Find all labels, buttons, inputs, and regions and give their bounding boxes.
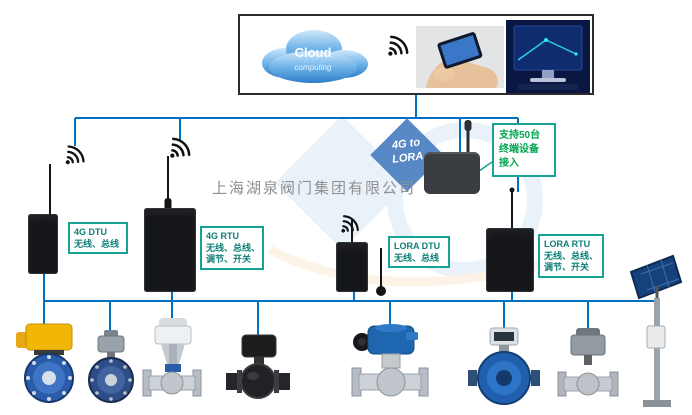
product-flanged-control-valve bbox=[142, 318, 202, 397]
device-4g-dtu bbox=[28, 214, 58, 274]
wifi-icon-cloud bbox=[388, 35, 409, 56]
product-black-ball-valve bbox=[226, 334, 290, 399]
label-4g-rtu-title: 4G RTU bbox=[206, 231, 240, 241]
antenna-4g-rtu bbox=[164, 156, 172, 212]
monitor-photo bbox=[506, 20, 590, 93]
cloud-panel: Cloud computing bbox=[238, 14, 594, 95]
wifi-icon-4g-rtu bbox=[170, 137, 191, 158]
label-4g-dtu-desc: 无线、总线 bbox=[74, 238, 120, 249]
wifi-icon-4g-dtu bbox=[65, 145, 85, 165]
label-lora-dtu-title: LORA DTU bbox=[394, 241, 441, 251]
antenna-gateway bbox=[464, 120, 472, 154]
support-note-line1: 支持50台 bbox=[499, 130, 541, 141]
support-note-line3: 接入 bbox=[499, 158, 519, 169]
device-4g-lora-gateway bbox=[424, 152, 480, 194]
device-4g-rtu bbox=[144, 208, 196, 292]
label-4g-rtu-desc1: 无线、总线、 bbox=[206, 242, 261, 253]
label-lora-rtu: LORA RTU 无线、总线、 调节、开关 bbox=[538, 234, 604, 279]
label-4g-dtu-title: 4G DTU bbox=[74, 227, 108, 237]
cloud-icon: Cloud computing bbox=[262, 30, 368, 83]
label-lora-rtu-title: LORA RTU bbox=[544, 239, 591, 249]
cloud-title: Cloud bbox=[295, 45, 332, 60]
product-electric-globe-valve bbox=[557, 328, 619, 397]
support-note: 支持50台 终端设备 接入 bbox=[492, 123, 556, 177]
device-lora-rtu bbox=[486, 228, 534, 292]
label-4g-dtu: 4G DTU 无线、总线 bbox=[68, 222, 128, 255]
product-electric-butterfly-valve bbox=[16, 323, 74, 403]
label-lora-dtu-desc: 无线、总线 bbox=[394, 252, 440, 263]
company-watermark: 上海湖泉阀门集团有限公司 bbox=[212, 180, 417, 197]
product-butterfly-valve bbox=[88, 330, 134, 403]
product-electric-flanged-ball-valve bbox=[351, 324, 429, 397]
product-electromagnetic-flowmeter bbox=[468, 327, 540, 405]
label-4g-rtu: 4G RTU 无线、总线、 调节、开关 bbox=[200, 226, 264, 271]
wifi-icon-lora-dtu bbox=[341, 215, 359, 233]
support-note-line2: 终端设备 bbox=[499, 144, 539, 155]
label-lora-rtu-desc1: 无线、总线、 bbox=[544, 250, 599, 261]
product-solar-power-pole bbox=[629, 254, 683, 407]
cloud-subtitle: computing bbox=[295, 63, 332, 72]
antenna-lora-rtu bbox=[509, 187, 515, 230]
device-lora-dtu bbox=[336, 242, 368, 292]
phone-in-hand-photo bbox=[416, 26, 504, 88]
label-4g-rtu-desc2: 调节、开关 bbox=[206, 254, 252, 265]
label-lora-dtu: LORA DTU 无线、总线 bbox=[388, 236, 450, 269]
label-lora-rtu-desc2: 调节、开关 bbox=[544, 262, 590, 273]
